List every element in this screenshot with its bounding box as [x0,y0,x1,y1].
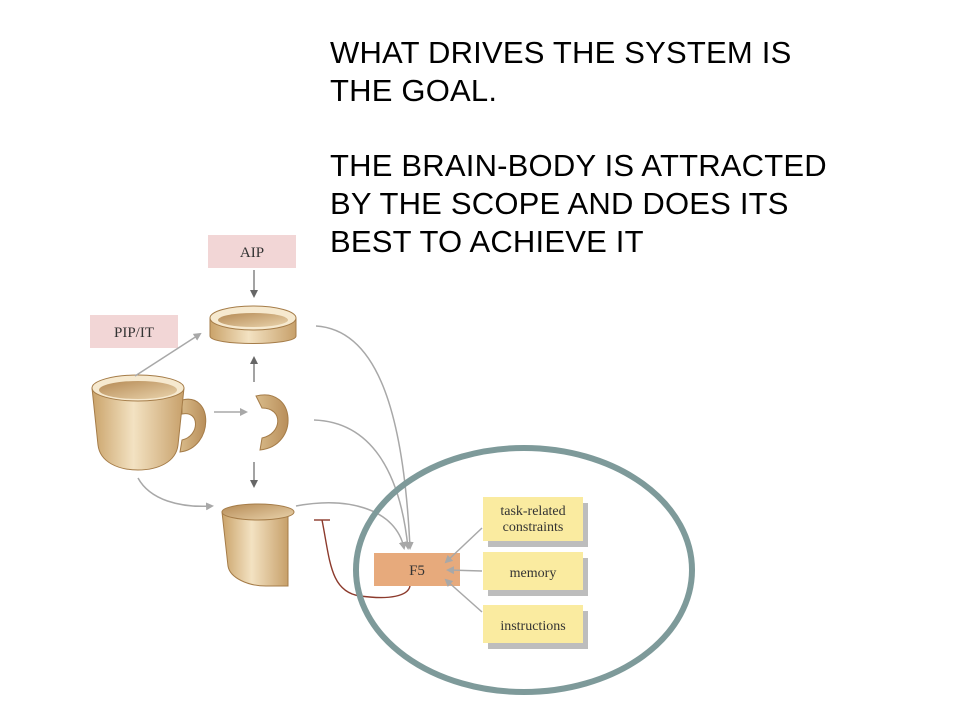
headline-line: THE GOAL. [330,73,498,108]
task-constraints-text-2: constraints [503,520,564,535]
pip-label-text: PIP/IT [114,325,154,341]
coffee-cup-icon [91,374,207,471]
task-constraints-text-1: task-related [500,504,565,519]
rim-to-f5-arrow [315,325,414,550]
highlight-ellipse [353,445,695,695]
memory-box: memory [483,552,588,596]
cup-handle-icon [255,394,289,451]
instructions-to-f5-arrow [444,578,483,613]
memory-to-f5-arrow [446,566,483,575]
cup-to-body-arrow [137,477,214,511]
cup-rim-icon [209,305,297,344]
aip-label: AIP [208,235,296,268]
headline-text: WHAT DRIVES THE SYSTEM IS THE GOAL. THE … [330,34,950,261]
instructions-text: instructions [500,619,565,634]
inhibition-curve [321,519,411,599]
pip-label: PIP/IT [90,315,178,348]
cup-body-icon [221,503,295,587]
headline-line: THE BRAIN-BODY IS ATTRACTED [330,148,827,183]
task-constraints-box: task-related constraints [483,497,588,547]
aip-label-text: AIP [240,245,264,261]
instructions-box: instructions [483,605,588,649]
headline-line: WHAT DRIVES THE SYSTEM IS [330,35,792,70]
headline-line: BY THE SCOPE AND DOES ITS [330,186,789,221]
pip-to-rim-arrow [134,332,202,377]
headline-line: BEST TO ACHIEVE IT [330,224,644,259]
f5-label-text: F5 [409,563,425,579]
body-to-f5-arrow [295,502,407,550]
task-to-f5-arrow [444,527,483,564]
memory-text: memory [510,566,557,581]
handle-to-f5-arrow [313,419,412,550]
